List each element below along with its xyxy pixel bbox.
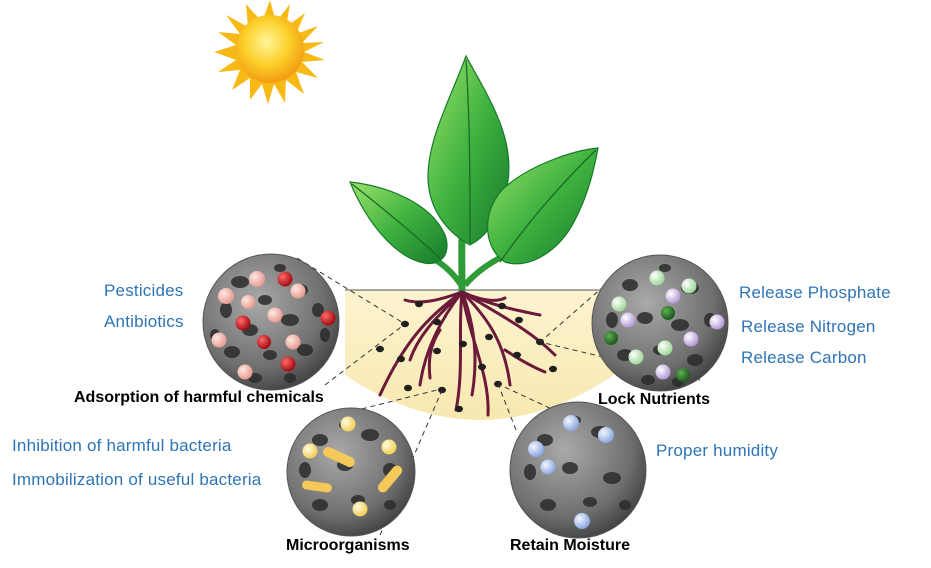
title-microorganisms: Microorganisms: [286, 537, 410, 554]
label-pesticides: Pesticides: [104, 281, 184, 300]
title-lock-nutrients: Lock Nutrients: [598, 391, 711, 408]
porous-sphere-icon: [509, 401, 647, 539]
sun-icon: [214, 0, 325, 104]
porous-sphere-icon: [286, 407, 416, 537]
porous-sphere-icon: [591, 254, 729, 392]
label-proper-humidity: Proper humidity: [656, 441, 779, 460]
label-inhibition: Inhibition of harmful bacteria: [12, 436, 232, 455]
porous-sphere-icon: [202, 253, 340, 391]
title-retain-moisture: Retain Moisture: [510, 537, 631, 554]
label-release-phosphate: Release Phosphate: [739, 283, 891, 302]
label-release-carbon: Release Carbon: [741, 348, 867, 367]
label-release-nitrogen: Release Nitrogen: [741, 317, 876, 336]
label-immobilization: Immobilization of useful bacteria: [12, 470, 262, 489]
soil-particles: [376, 300, 557, 413]
plant-icon: [349, 54, 599, 293]
label-antibiotics: Antibiotics: [104, 312, 184, 331]
title-adsorption: Adsorption of harmful chemicals: [74, 389, 324, 406]
